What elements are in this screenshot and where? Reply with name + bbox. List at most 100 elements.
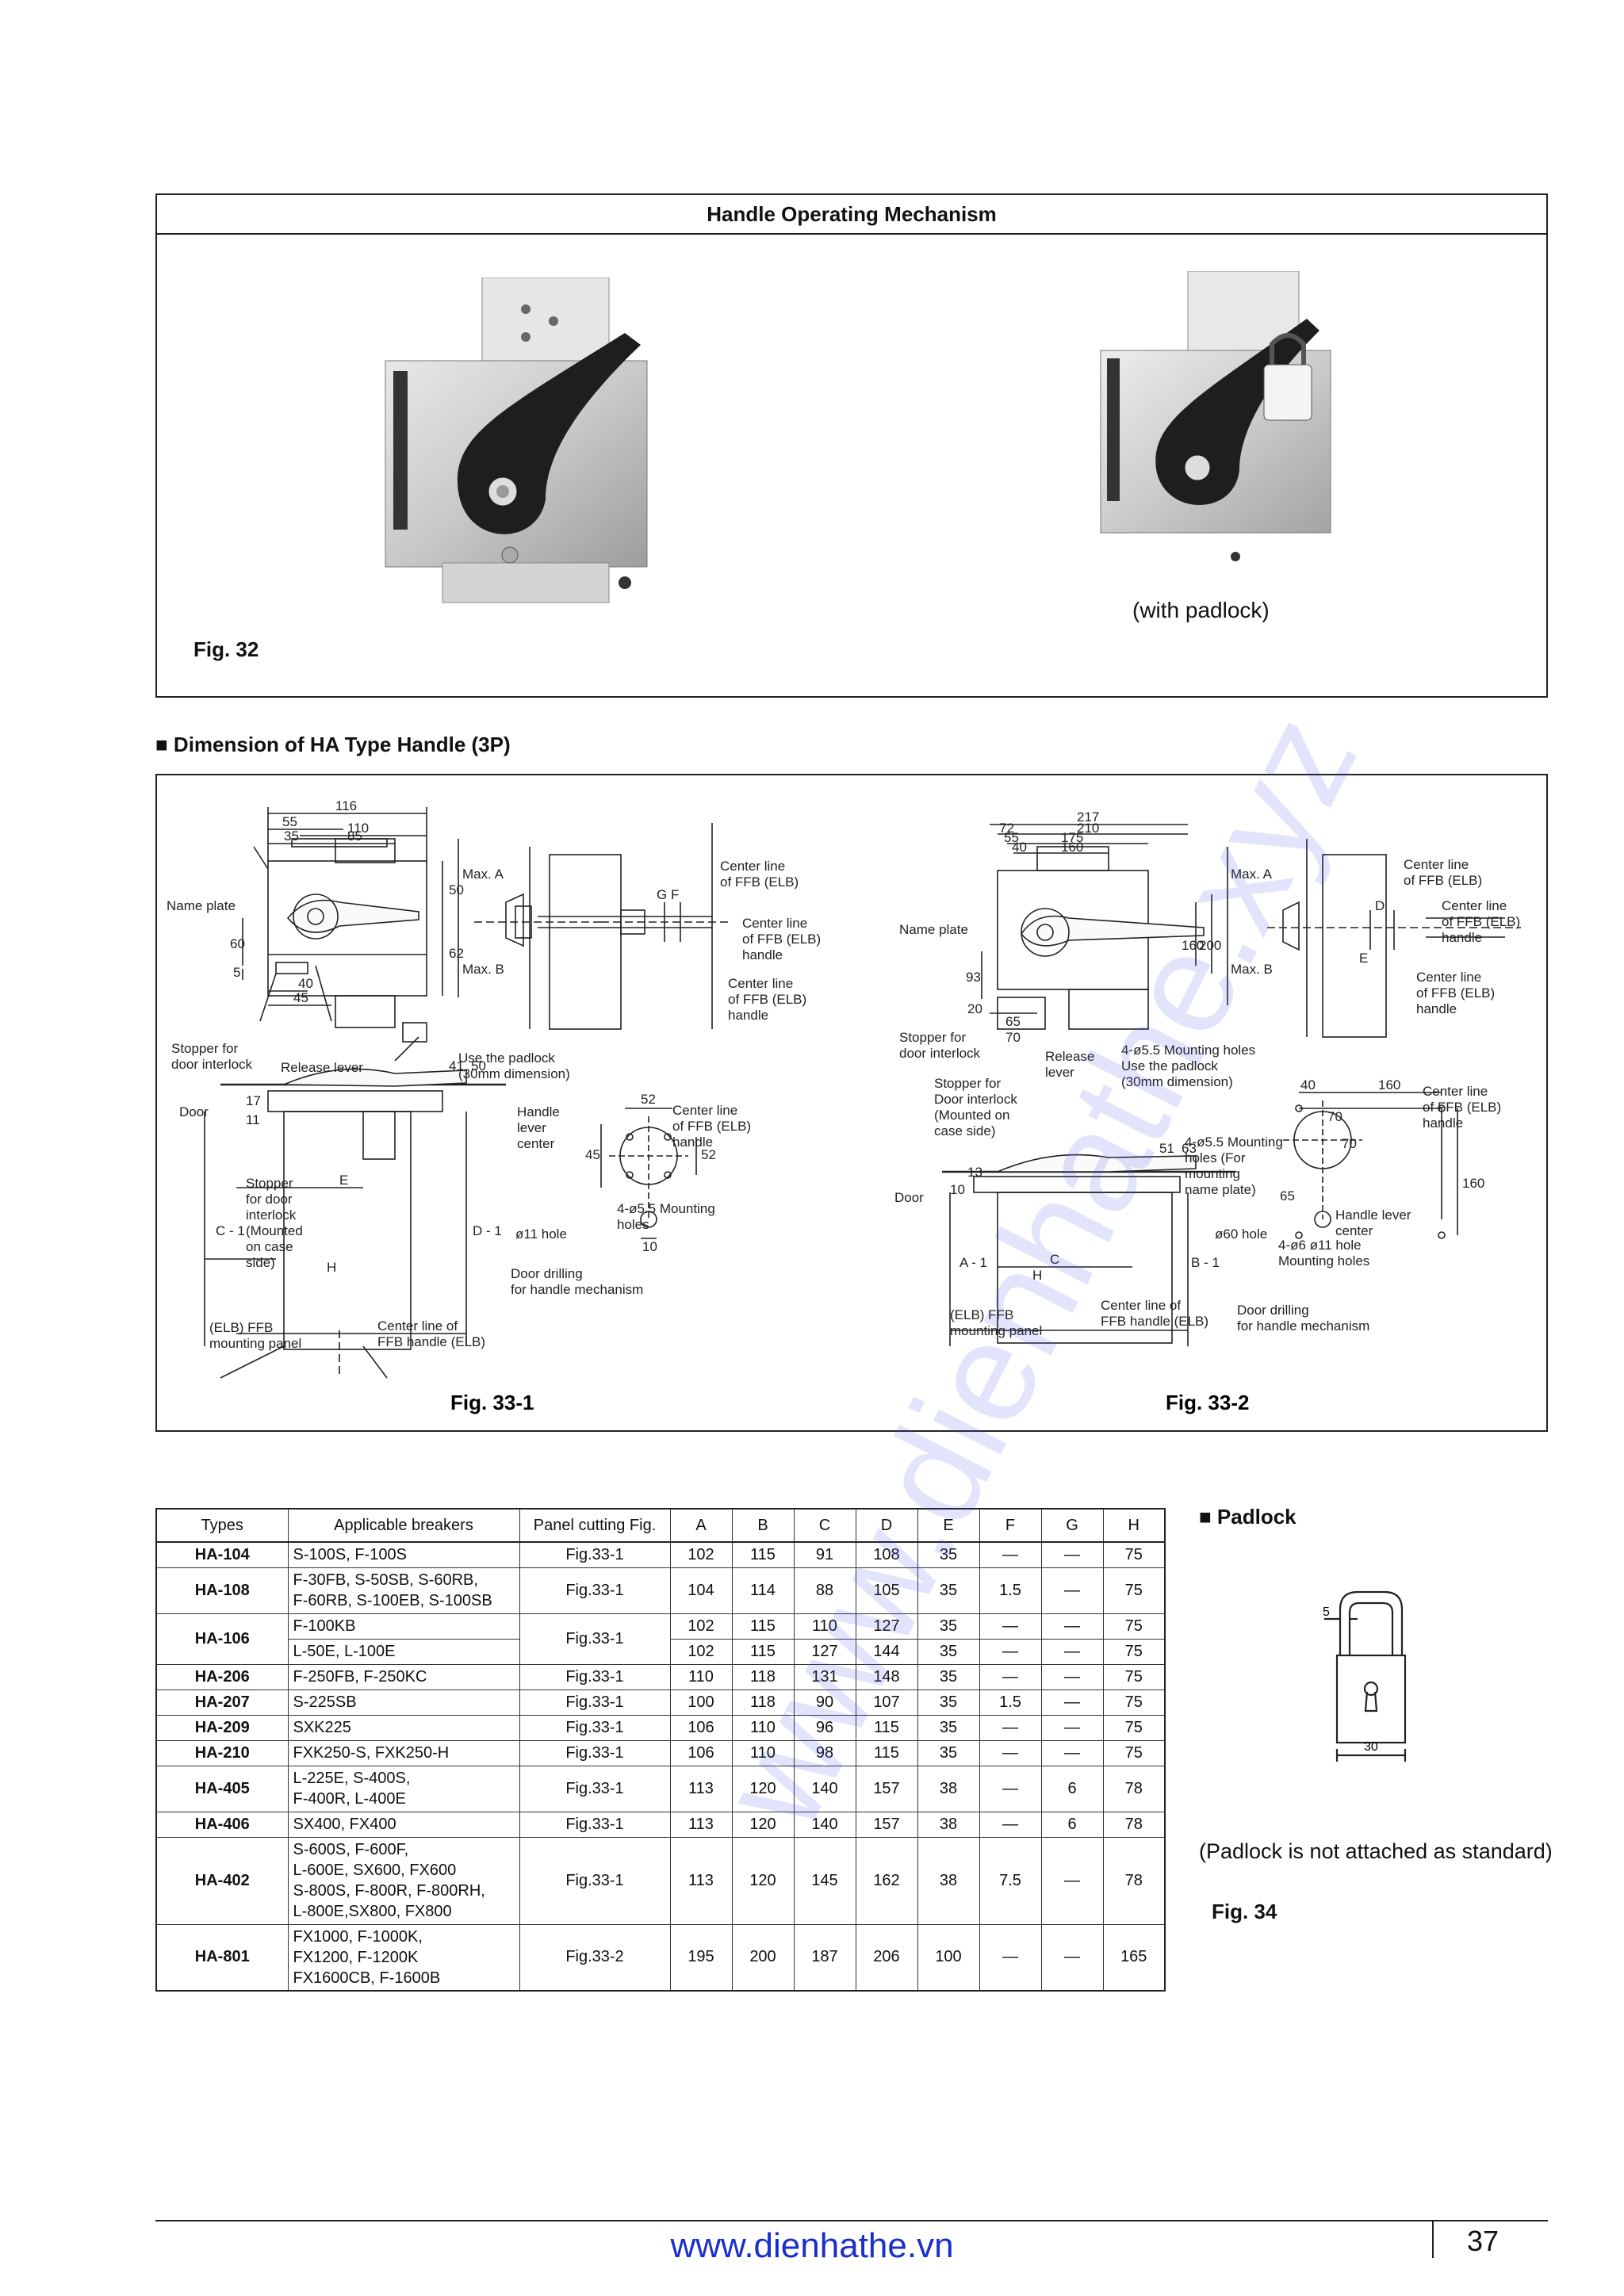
cell-e: 38 [917,1765,980,1812]
cell-h: 75 [1102,1541,1166,1568]
header-types: Types [155,1508,289,1543]
cell-e: 38 [917,1811,980,1838]
cell-d: 115 [855,1714,918,1741]
cell-c: 90 [793,1689,856,1716]
cell-f: — [979,1923,1042,1992]
dim-max-a: Max. A [462,867,504,882]
dim-51: 51 [1159,1141,1174,1156]
cell-g: — [1040,1663,1104,1690]
dim-e2: E [1359,951,1368,966]
cell-f: 1.5 [979,1689,1042,1716]
cell-e: 100 [917,1923,980,1992]
dim-55b: 55 [1004,830,1019,845]
cell-type: HA-801 [155,1923,289,1992]
dim-b1: B - 1 [1191,1255,1220,1270]
cell-f: — [979,1714,1042,1741]
dim-h: H [327,1260,336,1275]
cell-d: 127 [855,1613,918,1640]
cell-e: 35 [917,1663,980,1690]
cell-d: 148 [855,1663,918,1690]
cell-f: 1.5 [979,1567,1042,1614]
fig33-2-label: Fig. 33-2 [1166,1391,1249,1414]
cell-e: 38 [917,1836,980,1925]
dim-10b: 10 [950,1182,965,1197]
dim-116: 116 [335,798,357,813]
cell-a: 100 [669,1689,733,1716]
cell-h: 75 [1102,1663,1166,1690]
cell-d: 157 [855,1811,918,1838]
cell-g: — [1040,1638,1104,1665]
header-d: D [855,1508,918,1543]
cell-a: 113 [669,1811,733,1838]
cell-a: 110 [669,1663,733,1690]
header-g: G [1040,1508,1104,1543]
cell-d: 107 [855,1689,918,1716]
cell-f: — [979,1811,1042,1838]
dim-max-a-2: Max. A [1231,867,1273,882]
dim-d: D [1375,898,1385,913]
dim-60: 60 [230,936,245,951]
cell-d: 144 [855,1638,918,1665]
cell-h: 75 [1102,1567,1166,1614]
footer-url-link[interactable]: www.dienhathe.vn [670,2226,954,2265]
cell-a: 106 [669,1714,733,1741]
dim-52b: 52 [701,1147,716,1162]
cell-h: 75 [1102,1739,1166,1766]
cell-type: HA-108 [155,1567,289,1614]
cell-breakers: F-100KB [287,1613,520,1640]
cell-c: 91 [793,1541,856,1568]
cell-f: — [979,1613,1042,1640]
cell-breakers: S-225SB [287,1689,520,1716]
cell-c: 88 [793,1567,856,1614]
cell-b: 114 [731,1567,795,1614]
header-f: F [979,1508,1042,1543]
dim-13: 13 [967,1165,982,1180]
cell-h: 78 [1102,1836,1166,1925]
cell-c: 140 [793,1811,856,1838]
cell-b: 120 [731,1811,795,1838]
dimension-heading: ■ Dimension of HA Type Handle (3P) [155,733,511,756]
cell-e: 35 [917,1613,980,1640]
dim-h2: H [1032,1268,1042,1283]
cell-panel-fig: Fig.33-1 [519,1836,671,1925]
cell-h: 75 [1102,1638,1166,1665]
cell-a: 113 [669,1765,733,1812]
label-name-plate-2: Name plate [899,922,968,937]
dim-40: 40 [298,976,313,991]
cell-panel-fig: Fig.33-1 [519,1541,671,1568]
dim-f: F [671,887,679,902]
cell-d: 157 [855,1765,918,1812]
cell-g: — [1040,1541,1104,1568]
cell-g: — [1040,1923,1104,1992]
dim-160: 160 [1061,840,1083,855]
label-release-lever: Release lever [281,1060,363,1075]
cell-g: — [1040,1613,1104,1640]
padlock-dim-5: 5 [1323,1605,1330,1619]
label-door: Door [179,1104,209,1119]
cell-e: 35 [917,1638,980,1665]
cell-c: 131 [793,1663,856,1690]
ha-handle-spec-table: Types Applicable breakers Panel cutting … [155,1508,1166,1992]
footer-separator [1432,2221,1434,2258]
page-number: 37 [1467,2225,1500,2257]
cell-type: HA-104 [155,1541,289,1568]
dim-50: 50 [449,882,464,897]
dim-72: 72 [999,821,1014,836]
dim-20: 20 [967,1001,982,1016]
cell-a: 106 [669,1739,733,1766]
